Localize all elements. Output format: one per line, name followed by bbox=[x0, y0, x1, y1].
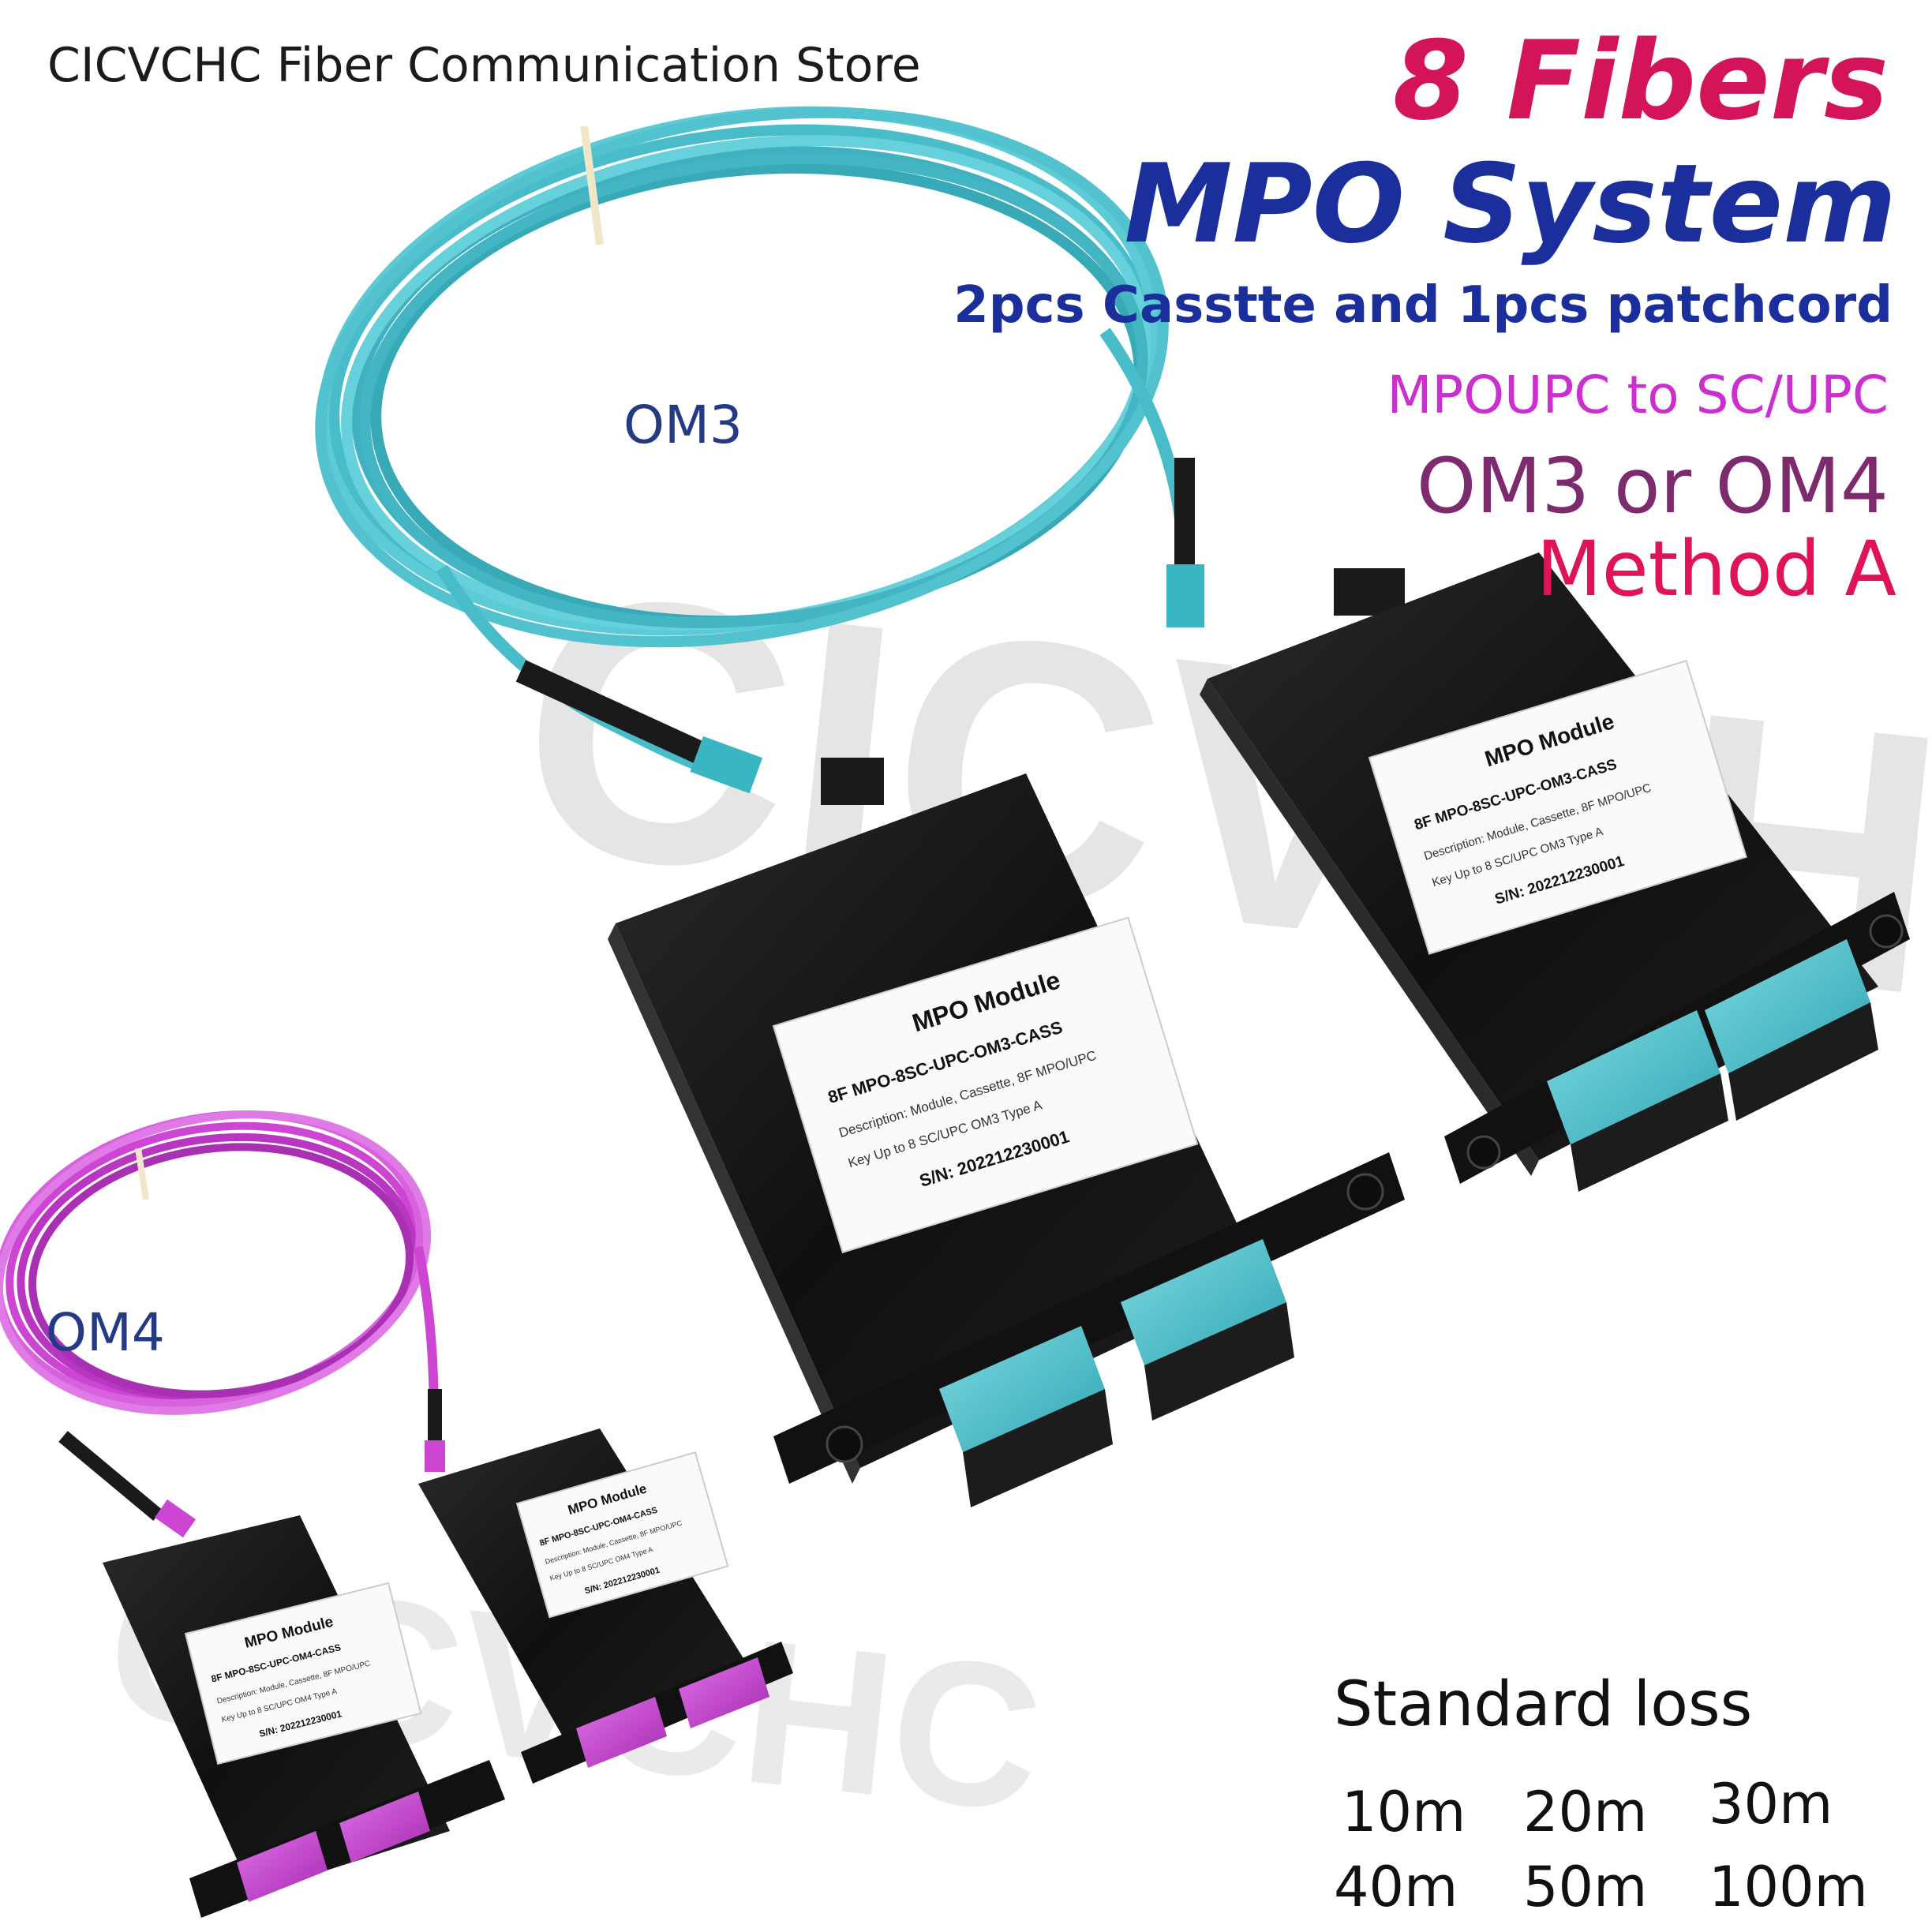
headline-system: MPO System bbox=[1124, 140, 1896, 268]
coil-tie-om3 bbox=[580, 125, 604, 245]
length-option: 50m bbox=[1523, 1855, 1648, 1919]
lengths-title: Standard loss bbox=[1334, 1669, 1753, 1740]
length-option: 20m bbox=[1523, 1780, 1648, 1844]
module-label-om4-front: MPO Module 8F MPO-8SC-UPC-OM4-CASS Descr… bbox=[184, 1582, 422, 1765]
length-option: 40m bbox=[1334, 1855, 1458, 1919]
module-label-om3-back: MPO Module 8F MPO-8SC-UPC-OM3-CASS Descr… bbox=[1368, 659, 1747, 955]
mpo-connector-om3-left bbox=[690, 736, 763, 794]
cable-label-om4: OM4 bbox=[46, 1302, 165, 1363]
coil-tie-om4 bbox=[135, 1148, 149, 1200]
headline-method: Method A bbox=[1536, 525, 1896, 613]
length-option: 100m bbox=[1709, 1855, 1868, 1919]
om3-boot-left bbox=[515, 660, 716, 769]
om4-boot-right bbox=[428, 1389, 442, 1444]
om4-cable-coil bbox=[0, 1110, 432, 1415]
om3-cable-coil bbox=[315, 106, 1169, 648]
length-option: 30m bbox=[1709, 1772, 1833, 1837]
cable-label-om3: OM3 bbox=[623, 395, 743, 455]
mpo-connector-om4-left bbox=[154, 1499, 197, 1538]
store-name: CICVCHC Fiber Communication Store bbox=[47, 38, 921, 93]
module-label-om4-back: MPO Module 8F MPO-8SC-UPC-OM4-CASS Descr… bbox=[515, 1451, 729, 1619]
mpo-connector-om3-right bbox=[1166, 564, 1204, 627]
headline-package: 2pcs Casstte and 1pcs patchcord bbox=[953, 276, 1893, 335]
headline-fiber-count: 8 Fibers bbox=[1392, 17, 1889, 144]
mpo-connector-om4-right bbox=[425, 1440, 445, 1472]
sc-adapter-group-2 bbox=[1121, 1239, 1294, 1421]
om3-boot-right bbox=[1174, 458, 1195, 568]
headline-fiber-type: OM3 or OM4 bbox=[1416, 442, 1889, 530]
headline-connector: MPOUPC to SC/UPC bbox=[1387, 365, 1889, 425]
sc-adapter-group-1 bbox=[939, 1326, 1113, 1507]
om4-boot-left bbox=[58, 1431, 163, 1521]
module-label-om3-front: MPO Module 8F MPO-8SC-UPC-OM3-CASS Descr… bbox=[772, 916, 1199, 1254]
length-option: 10m bbox=[1342, 1780, 1466, 1844]
